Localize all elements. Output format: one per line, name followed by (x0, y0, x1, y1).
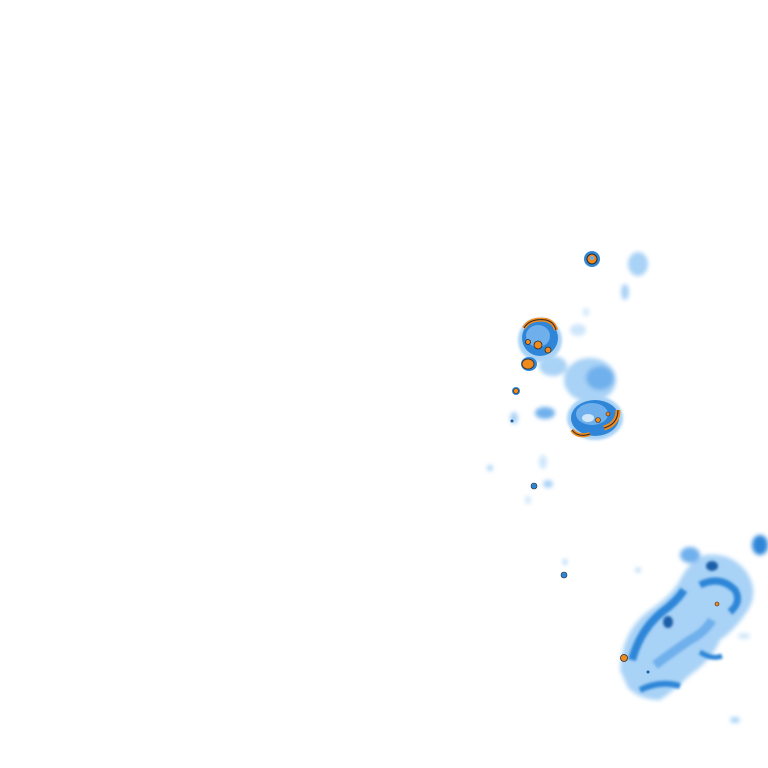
echo-light (730, 717, 740, 723)
echo-outline (603, 409, 619, 429)
echo-very-light (583, 308, 589, 316)
echo-intense (595, 417, 601, 423)
echo-light (487, 465, 493, 471)
echo-medium (526, 325, 550, 347)
echo-intense (521, 358, 535, 370)
echo-intense (525, 339, 531, 345)
echo-heavy (663, 616, 673, 628)
echo-intense (714, 601, 720, 607)
echo-strong (638, 680, 681, 693)
echo-very-light (738, 633, 750, 639)
echo-intense (620, 654, 628, 662)
echo-very-light (539, 455, 547, 469)
echo-strong (698, 577, 742, 615)
echo-outline (571, 429, 591, 436)
echo-medium (680, 547, 700, 563)
echo-light (621, 284, 629, 300)
echo-intense (544, 346, 552, 354)
echo-very-light (570, 324, 586, 336)
echo-heavy (706, 561, 718, 571)
echo-medium (576, 403, 608, 425)
echo-light (543, 480, 553, 488)
echo-outline (523, 319, 557, 331)
echo-intense (513, 388, 519, 394)
echo-very-light (582, 414, 594, 422)
echo-very-light (525, 496, 531, 504)
echo-strong (752, 535, 768, 555)
rain-band-southeast (620, 535, 768, 723)
echo-strong (698, 649, 723, 660)
echo-strong (530, 482, 538, 490)
echo-medium (652, 617, 716, 669)
echo-light (635, 568, 641, 572)
echo-medium (535, 407, 555, 419)
isolated-echoes (510, 419, 568, 579)
echo-intense (605, 411, 611, 417)
echo-light (563, 559, 567, 565)
echo-light (628, 252, 648, 276)
echo-heavy (510, 419, 514, 423)
echo-medium (590, 256, 594, 260)
echo-light (620, 554, 754, 700)
storm-cell-central (567, 396, 623, 440)
light-echoes-northeast (487, 252, 648, 572)
echo-intense (533, 340, 543, 350)
storm-cell-west (512, 317, 562, 395)
echo-medium (586, 366, 614, 390)
echo-strong (560, 571, 568, 579)
echo-strong (628, 587, 688, 662)
storm-cell-north (584, 251, 600, 267)
echo-heavy (646, 670, 650, 674)
